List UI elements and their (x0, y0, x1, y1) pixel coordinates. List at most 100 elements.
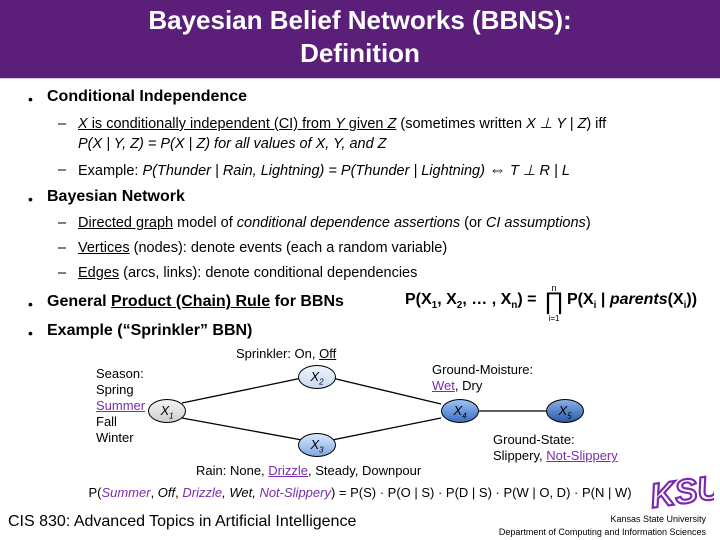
lhs-dots: , … , X (462, 291, 512, 308)
rhs-parents: parents (609, 291, 668, 308)
bn-dash-2: – (58, 240, 67, 256)
node-x2-sub: 2 (319, 377, 324, 387)
link-vertices[interactable]: Vertices (78, 240, 130, 256)
bn-dash-1: – (58, 215, 67, 231)
formula-c1: , (150, 485, 158, 500)
chain-rule-rhs: P(Xi | parents(Xi)) (567, 291, 697, 311)
node-x2-name: X (310, 369, 320, 384)
lhs-sub1: 1 (431, 300, 438, 312)
rhs-close: )) (686, 291, 698, 308)
bn-item-2: Vertices (nodes): denote events (each a … (78, 238, 447, 258)
bn-item-3-text: (arcs, links): denote conditional depend… (119, 265, 418, 281)
bn-item-1-text: model of (173, 215, 237, 231)
ci-example-expr: P(Thunder | Rain, Lightning) = P(Thunder… (142, 163, 485, 179)
gs-slippery: Slippery, (493, 448, 547, 463)
formula-drizzle: Drizzle (182, 485, 223, 500)
ci-dash-2: – (58, 162, 67, 178)
node-x1[interactable]: X1 (148, 399, 186, 423)
ci-text-3: (sometimes written (396, 116, 527, 132)
product-rule-suffix: for BBNs (270, 293, 344, 310)
slide-title: Bayesian Belief Networks (BBNS): Definit… (0, 4, 720, 70)
ci-example-prefix: Example: (78, 163, 143, 179)
formula-summer: Summer (101, 485, 151, 500)
ksu-logo-text: KSU (648, 468, 714, 512)
season-summer: Summer (96, 398, 146, 413)
link-directed-graph[interactable]: Directed graph (78, 215, 174, 231)
product-symbol-icon: ∏ (544, 288, 564, 315)
rhs-subi: i (593, 300, 597, 312)
formula-c3: , Wet, (222, 485, 260, 500)
sprinkler-on: On, (294, 346, 320, 361)
joint-probability-formula: P(Summer, Off, Drizzle, Wet, Not-Slipper… (20, 485, 700, 500)
bn-dash-3: – (58, 265, 67, 281)
ground-moisture-label: Ground-Moisture: Wet, Dry (432, 362, 533, 394)
prod-bottom: i=1 (548, 314, 560, 323)
lhs-p: P(X (405, 291, 432, 308)
bullet-dot: • (28, 296, 33, 312)
ci-text-4: ) iff (586, 116, 607, 132)
node-x4[interactable]: X4 (441, 399, 479, 423)
node-x2[interactable]: X2 (298, 365, 336, 389)
bullet-dot: • (28, 191, 33, 207)
bn-item-1: Directed graph model of conditional depe… (78, 213, 591, 233)
bn-item-1-text2: (or (460, 215, 486, 231)
title-bar (0, 0, 720, 78)
season-winter: Winter (96, 430, 134, 445)
gs-not-slippery: Not-Slippery (546, 448, 618, 463)
formula-p: P( (88, 485, 102, 500)
rhs-subi2: i (683, 300, 687, 312)
bullet-example-sprinkler: Example (“Sprinkler” BBN) (47, 322, 253, 339)
bullet-bayesian-network: Bayesian Network (47, 188, 185, 205)
node-x3-name: X (310, 437, 320, 452)
product-rule-prefix: General (47, 293, 112, 310)
formula-rest: ) = P(S) · P(O | S) · P(D | S) · P(W | O… (330, 485, 632, 500)
rhs-x: (X (667, 291, 684, 308)
gs-title: Ground-State: (493, 432, 575, 447)
edge-x1-x3 (181, 417, 303, 441)
rhs-p: P(X (567, 291, 594, 308)
edge-x2-x4 (331, 377, 442, 405)
chain-rule-lhs: P(X1, X2, … , Xn) = (405, 291, 537, 311)
ci-z: Z (387, 116, 397, 132)
gm-dry: , Dry (454, 378, 483, 393)
link-product-chain-rule[interactable]: Product (Chain) Rule (111, 293, 271, 310)
season-spring: Spring (96, 382, 134, 397)
node-x5[interactable]: X5 (546, 399, 584, 423)
node-x4-name: X (453, 403, 463, 418)
node-x1-name: X (160, 403, 170, 418)
gm-title: Ground-Moisture: (432, 362, 534, 377)
edge-x1-x2 (181, 377, 303, 404)
rain-values-1: : None, (222, 463, 269, 478)
bn-item-1-italic2: CI assumptions (485, 215, 586, 231)
ci-example: Example: P(Thunder | Rain, Lightning) = … (78, 160, 570, 181)
season-label: Season: Spring Summer Fall Winter (96, 366, 145, 446)
node-x1-sub: 1 (169, 411, 174, 421)
course-title: CIS 830: Advanced Topics in Artificial I… (8, 513, 357, 530)
bullet-dot: • (28, 91, 33, 107)
rain-label: Rain: None, Drizzle, Steady, Downpour (196, 463, 421, 479)
bn-item-3: Edges (arcs, links): denote conditional … (78, 263, 417, 283)
bullet-product-rule: General Product (Chain) Rule for BBNs (47, 293, 344, 311)
bn-item-1-italic: conditional dependence assertions (236, 215, 461, 231)
link-edges[interactable]: Edges (78, 265, 120, 281)
node-x3[interactable]: X3 (298, 433, 336, 457)
node-x5-name: X (558, 403, 568, 418)
ci-definition-line-2: P(X | Y, Z) = P(X | Z) for all values of… (78, 136, 387, 152)
node-x4-sub: 4 (462, 411, 467, 421)
sprinkler-off: Off (319, 346, 337, 361)
bullet-dot: • (28, 325, 33, 341)
bn-item-1-text3: ) (585, 215, 591, 231)
rain-values-2: , Steady, Downpour (308, 463, 422, 478)
rain-title: Rain (196, 463, 223, 478)
ci-dash-1: – (58, 116, 67, 132)
university-name: Kansas State University (610, 514, 706, 524)
ci-x: X (78, 116, 88, 132)
lhs-comma: , X (437, 291, 457, 308)
title-divider (0, 78, 720, 79)
ci-text-1: is conditionally independent (CI) from (87, 116, 336, 132)
edge-x3-x4 (331, 417, 442, 441)
prod-top: n (551, 283, 557, 293)
ci-expr: X ⊥ Y | Z (526, 116, 587, 132)
lhs-eq: ) = (517, 291, 537, 308)
